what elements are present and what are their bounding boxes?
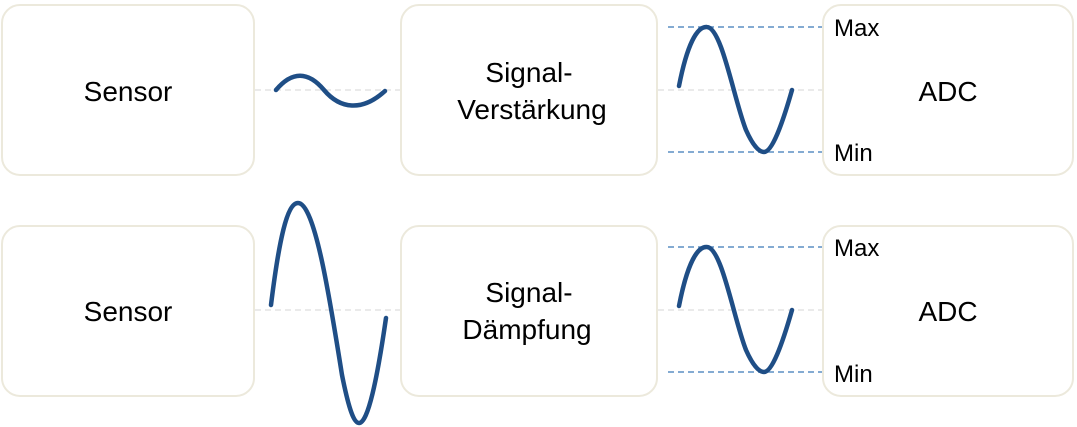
stage-label-line2: Verstärkung bbox=[457, 94, 606, 125]
adc-label: ADC bbox=[918, 296, 977, 327]
stage-label-line1: Signal- bbox=[485, 57, 572, 88]
adc-box bbox=[822, 225, 1074, 397]
stage-label-line1: Signal- bbox=[485, 277, 572, 308]
stage-label-line2: Dämpfung bbox=[462, 314, 591, 345]
amplifier-box bbox=[400, 4, 658, 176]
output-signal-wave bbox=[676, 244, 795, 375]
sensor-label: Sensor bbox=[84, 76, 173, 107]
max-label: Max bbox=[834, 235, 879, 262]
row-attenuation: Sensor Signal- Dämpfung ADC Max Min bbox=[1, 200, 1074, 426]
output-signal-wave bbox=[676, 24, 795, 155]
input-signal-wave bbox=[268, 200, 389, 426]
attenuator-box bbox=[400, 225, 658, 397]
adc-label: ADC bbox=[918, 76, 977, 107]
row-amplification: Sensor Signal- Verstärkung ADC Max Min bbox=[1, 4, 1074, 176]
sensor-box bbox=[1, 225, 255, 397]
sensor-box bbox=[1, 4, 255, 176]
max-label: Max bbox=[834, 15, 879, 42]
min-label: Min bbox=[834, 140, 873, 167]
input-signal-wave bbox=[273, 73, 388, 108]
sensor-label: Sensor bbox=[84, 296, 173, 327]
adc-box bbox=[822, 4, 1074, 176]
min-label: Min bbox=[834, 361, 873, 388]
